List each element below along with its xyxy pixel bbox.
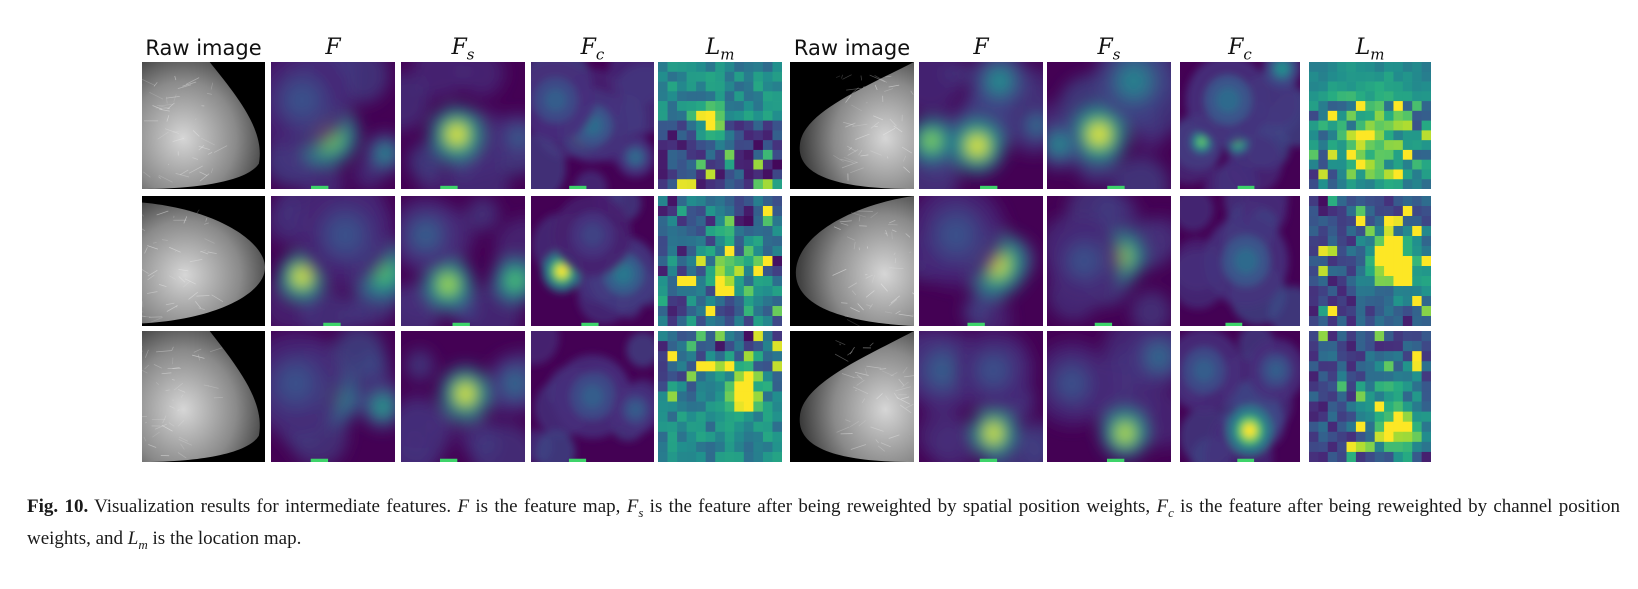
column-header-9: Lm: [1355, 35, 1385, 64]
column-header-1: F: [325, 35, 341, 60]
feature-map-Fs-r2-c7: [1047, 331, 1171, 462]
feature-map-Fc-r1-c8: [1180, 196, 1300, 326]
column-header-2: Fs: [451, 35, 475, 64]
raw-mammogram-r0-c5: [790, 62, 914, 189]
feature-map-F-r1-c1: [271, 196, 395, 326]
figure-10: Raw image F Fs Fc Lm Raw image F Fs Fc Lm: [142, 35, 1431, 462]
feature-map-F-r1-c6: [919, 196, 1043, 326]
column-header-6: F: [973, 35, 989, 60]
feature-map-Fs-r0-c7: [1047, 62, 1171, 189]
raw-mammogram-r2-c0: [142, 331, 265, 462]
feature-map-Lm-r2-c9: [1309, 331, 1431, 462]
figure-label: Fig. 10.: [27, 496, 89, 517]
feature-map-Lm-r1-c9: [1309, 196, 1431, 326]
feature-map-Lm-r0-c9: [1309, 62, 1431, 189]
feature-map-Lm-r0-c4: [658, 62, 782, 189]
column-header-3: Fc: [580, 35, 605, 64]
feature-map-Fc-r0-c3: [531, 62, 654, 189]
figure-caption: Fig. 10. Visualization results for inter…: [27, 496, 1620, 552]
feature-map-Fc-r2-c3: [531, 331, 654, 462]
column-header-4: Lm: [705, 35, 735, 64]
raw-mammogram-r1-c5: [790, 196, 914, 326]
feature-map-F-r2-c6: [919, 331, 1043, 462]
feature-map-Lm-r1-c4: [658, 196, 782, 326]
feature-map-Fc-r2-c8: [1180, 331, 1300, 462]
feature-map-Lm-r2-c4: [658, 331, 782, 462]
feature-map-F-r0-c1: [271, 62, 395, 189]
column-header-5: Raw image: [793, 36, 911, 60]
feature-map-Fs-r1-c7: [1047, 196, 1171, 326]
raw-mammogram-r0-c0: [142, 62, 265, 189]
feature-map-Fs-r0-c2: [401, 62, 525, 189]
raw-mammogram-r2-c5: [790, 331, 914, 462]
feature-map-Fc-r0-c8: [1180, 62, 1300, 189]
column-header-8: Fc: [1228, 35, 1252, 64]
feature-map-Fs-r2-c2: [401, 331, 525, 462]
feature-map-Fc-r1-c3: [531, 196, 654, 326]
raw-mammogram-r1-c0: [142, 196, 265, 326]
column-header-0: Raw image: [145, 36, 262, 60]
feature-map-F-r0-c6: [919, 62, 1043, 189]
column-header-7: Fs: [1097, 35, 1121, 64]
feature-map-F-r2-c1: [271, 331, 395, 462]
feature-map-Fs-r1-c2: [401, 196, 525, 326]
